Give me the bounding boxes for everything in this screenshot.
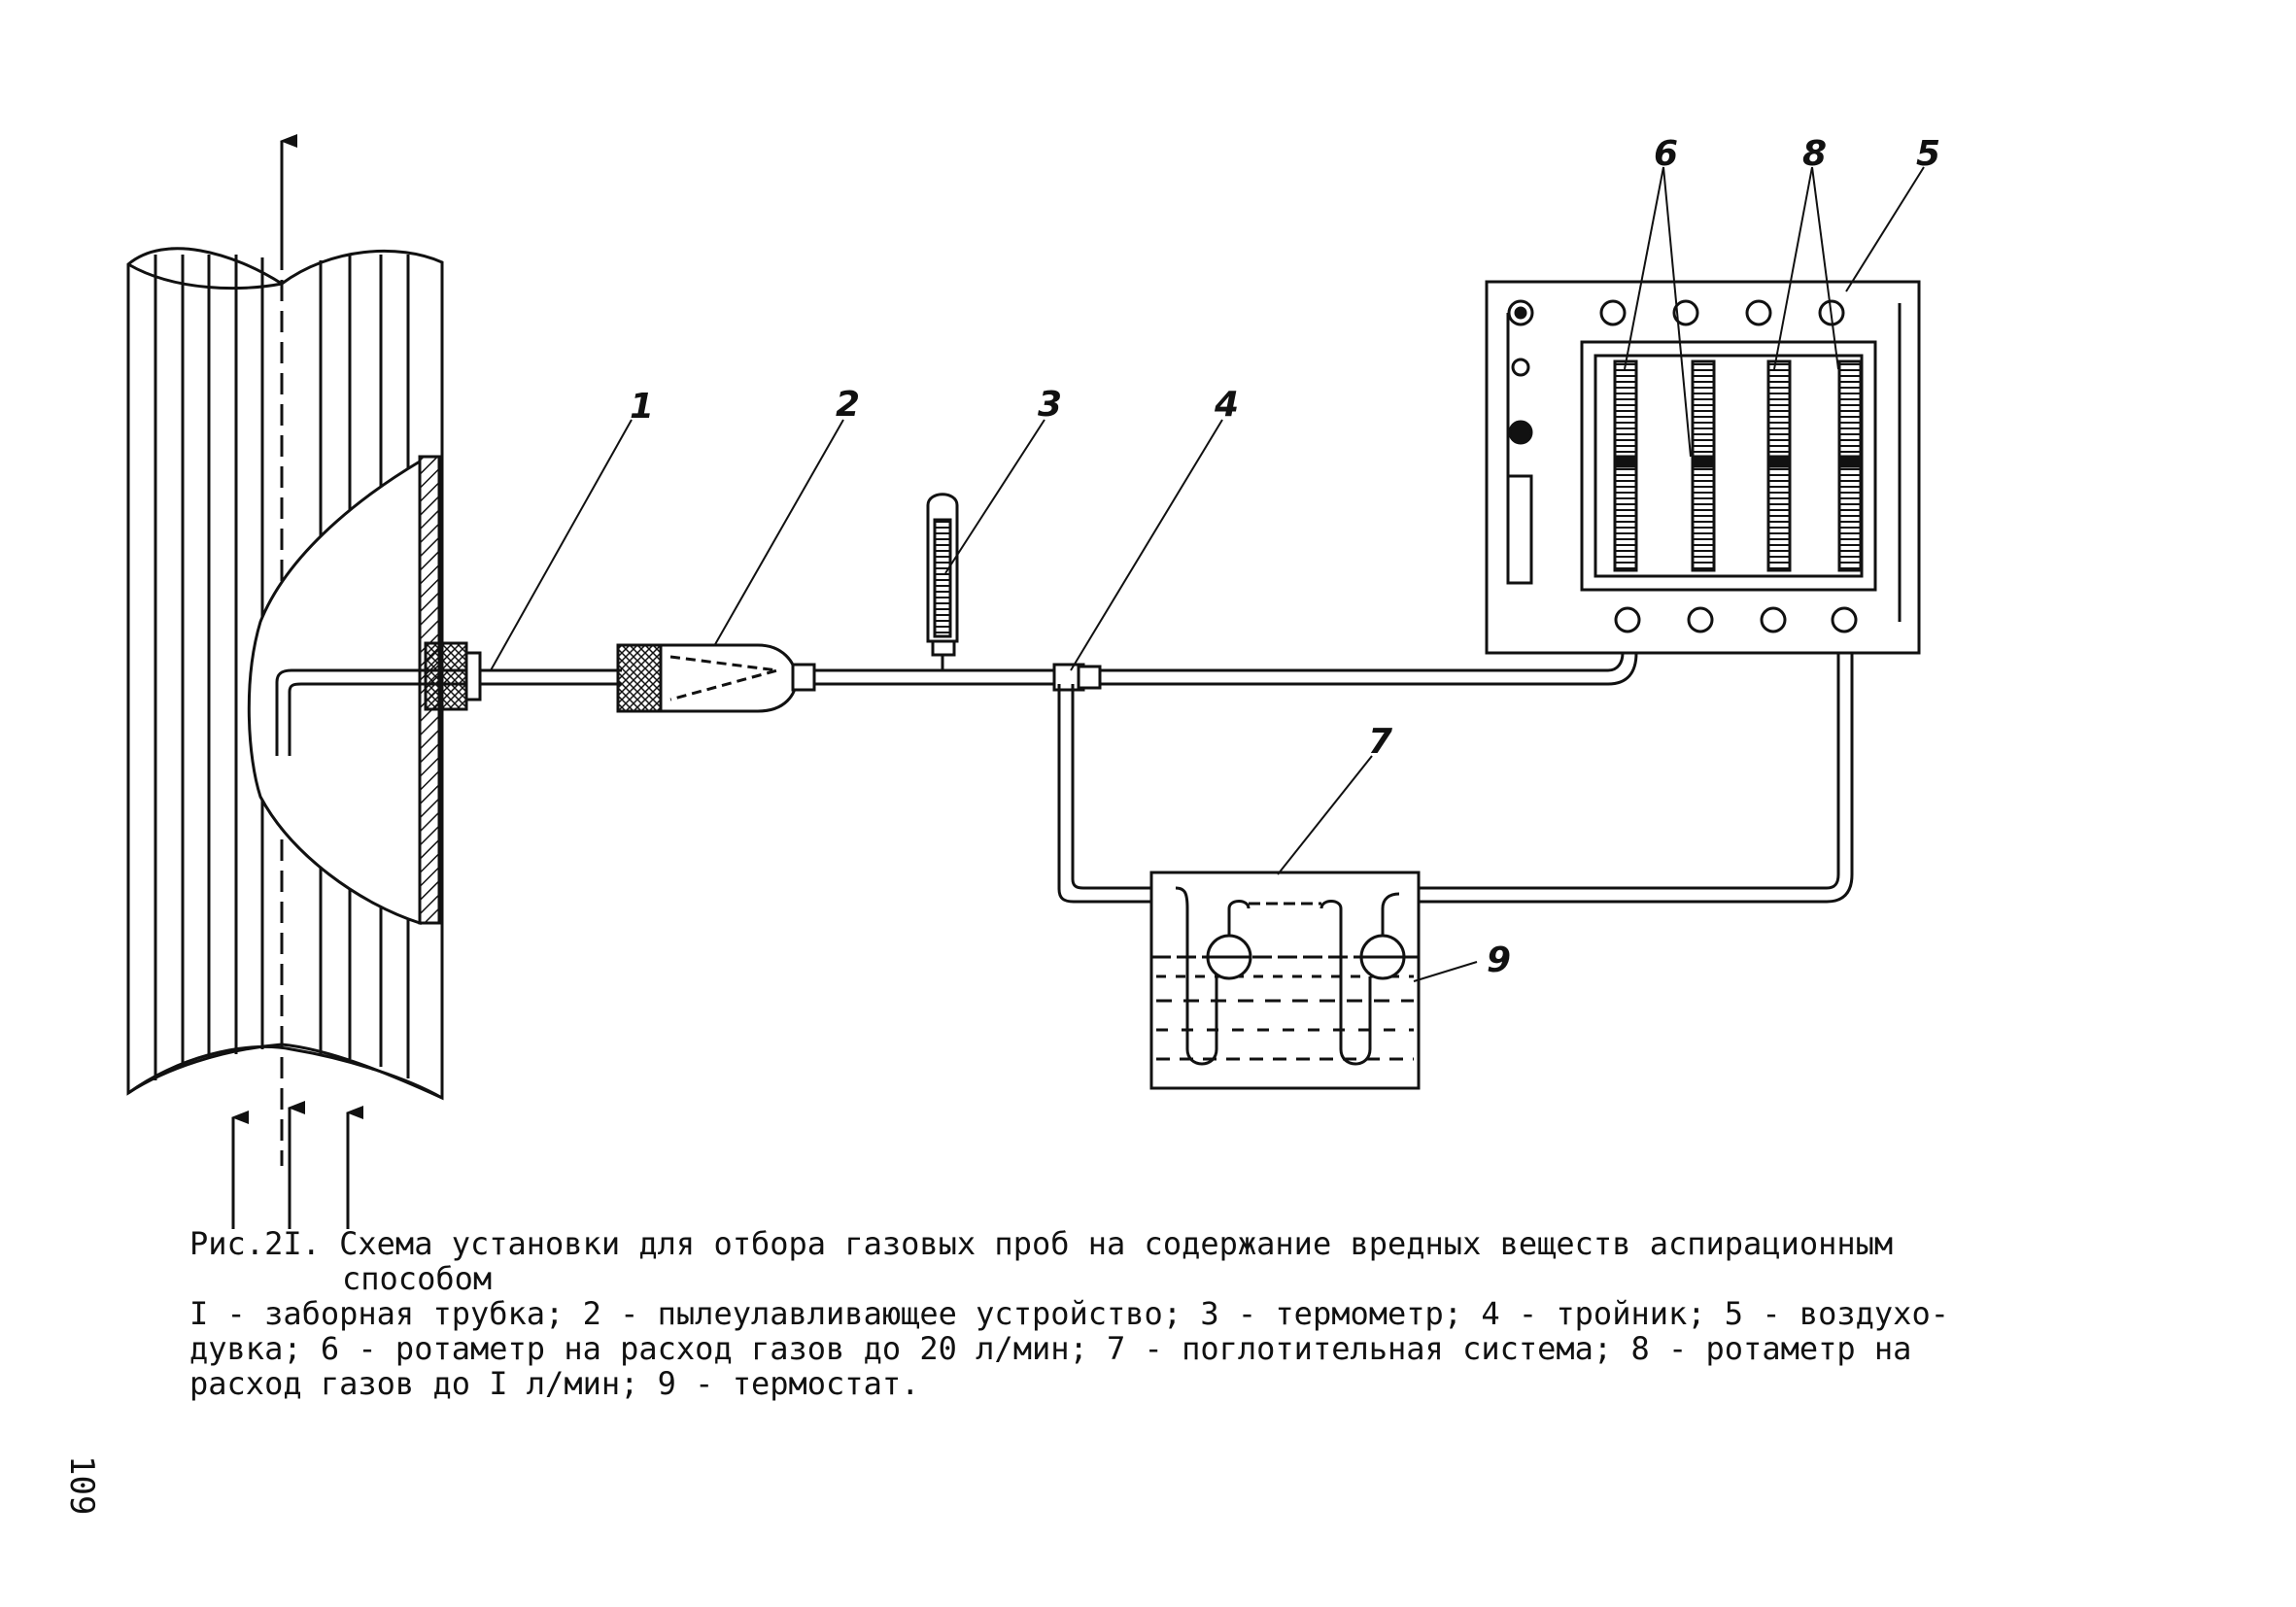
figure-caption: Рис.2I. Схема установки для отбора газов… <box>189 1226 2036 1401</box>
caption-legend-1: I - заборная трубка; 2 - пылеулавливающе… <box>189 1295 1949 1332</box>
absorption-system <box>1149 871 1421 1090</box>
callout-7: 7 <box>1368 722 1392 762</box>
sampling-tube <box>275 641 622 756</box>
callout-6: 6 <box>1654 134 1678 174</box>
air-blower <box>1485 280 1921 655</box>
callout-3: 3 <box>1038 385 1062 425</box>
flow-arrows <box>231 134 363 1229</box>
caption-legend-3: расход газов до I л/мин; 9 - термостат. <box>189 1365 920 1402</box>
caption-title-continued: способом <box>342 1260 493 1297</box>
leader-lines <box>490 166 1925 982</box>
callout-8: 8 <box>1802 134 1827 174</box>
callout-9: 9 <box>1487 940 1511 980</box>
callout-5: 5 <box>1916 134 1940 174</box>
callout-4: 4 <box>1214 385 1239 425</box>
dust-collector <box>616 643 952 713</box>
page-number: 109 <box>62 1455 101 1516</box>
callout-labels: 1 2 3 4 5 6 7 8 9 <box>630 134 1940 980</box>
callout-2: 2 <box>836 385 860 425</box>
caption-title: Рис.2I. Схема установки для отбора газов… <box>189 1225 1894 1262</box>
caption-legend-2: дувка; 6 - ротаметр на расход газов до 2… <box>189 1330 1912 1367</box>
tee-and-lines <box>952 612 1854 904</box>
callout-1: 1 <box>630 387 654 427</box>
thermometer <box>926 493 959 670</box>
